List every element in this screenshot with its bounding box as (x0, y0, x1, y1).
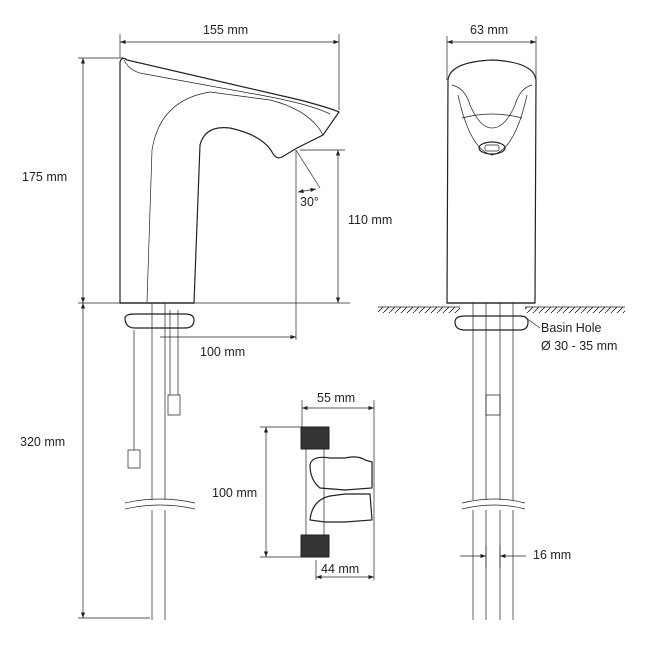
pipe-length-label: 320 mm (20, 435, 66, 449)
side-view-dimensions (78, 34, 350, 619)
side-width-label: 155 mm (203, 23, 249, 37)
spout-reach-label: 100 mm (200, 345, 246, 359)
spout-angle-label: 30° (300, 195, 319, 209)
front-width-label: 63 mm (470, 23, 509, 37)
spout-height-label: 110 mm (348, 213, 393, 227)
front-view-dimensions (446, 36, 537, 568)
valve-depth-label: 44 mm (321, 562, 360, 576)
pipe-spacing-label: 16 mm (533, 548, 572, 562)
front-view-faucet (378, 59, 625, 620)
basin-hole-size-label: Ø 30 - 35 mm (541, 339, 618, 353)
mixing-valve (300, 426, 373, 558)
valve-height-label: 100 mm (212, 486, 258, 500)
basin-hole-label: Basin Hole (541, 321, 602, 335)
side-height-label: 175 mm (22, 170, 68, 184)
side-view-faucet (119, 57, 340, 620)
valve-dimensions (260, 400, 375, 580)
valve-width-label: 55 mm (317, 391, 356, 405)
